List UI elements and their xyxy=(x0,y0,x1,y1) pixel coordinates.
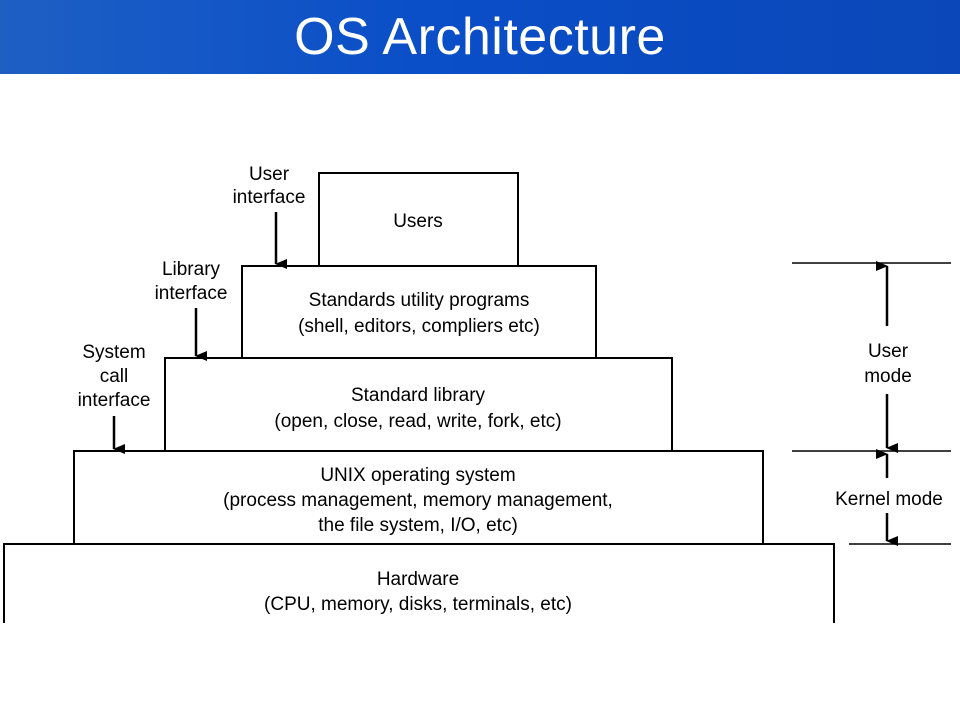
library-interface-label-1: Library xyxy=(162,259,221,280)
system-call-interface-label-2: call xyxy=(100,366,129,387)
system-call-interface-label-1: System xyxy=(82,342,145,363)
layer-os-detail-2: the file system, I/O, etc) xyxy=(318,515,518,536)
layer-hardware-box xyxy=(3,543,835,623)
diagram-content: Users Standards utility programs (shell,… xyxy=(3,164,951,623)
kernel-mode-label: Kernel mode xyxy=(835,489,943,510)
slide-title: OS Architecture xyxy=(294,8,666,66)
library-interface-label-2: interface xyxy=(155,283,228,304)
layer-hardware-title: Hardware xyxy=(377,569,459,590)
layer-utility-title: Standards utility programs xyxy=(309,290,530,311)
layer-users-label: Users xyxy=(393,211,443,232)
layer-os-box xyxy=(73,450,764,545)
user-mode-label-2: mode xyxy=(864,366,912,387)
layer-utility-detail: (shell, editors, compliers etc) xyxy=(298,316,540,337)
title-bar: OS Architecture xyxy=(0,0,960,74)
layer-library-box xyxy=(164,357,673,452)
system-call-interface-label-3: interface xyxy=(78,390,151,411)
layer-os-detail-1: (process management, memory management, xyxy=(223,490,613,511)
layer-os-title: UNIX operating system xyxy=(320,465,515,486)
layer-hardware-detail: (CPU, memory, disks, terminals, etc) xyxy=(264,594,572,615)
user-interface-label-1: User xyxy=(249,164,290,185)
layer-library-detail: (open, close, read, write, fork, etc) xyxy=(274,411,561,432)
layer-library-title: Standard library xyxy=(351,385,486,406)
user-interface-label-2: interface xyxy=(233,187,306,208)
layer-utility-box xyxy=(241,265,597,359)
user-mode-label-1: User xyxy=(868,341,909,362)
